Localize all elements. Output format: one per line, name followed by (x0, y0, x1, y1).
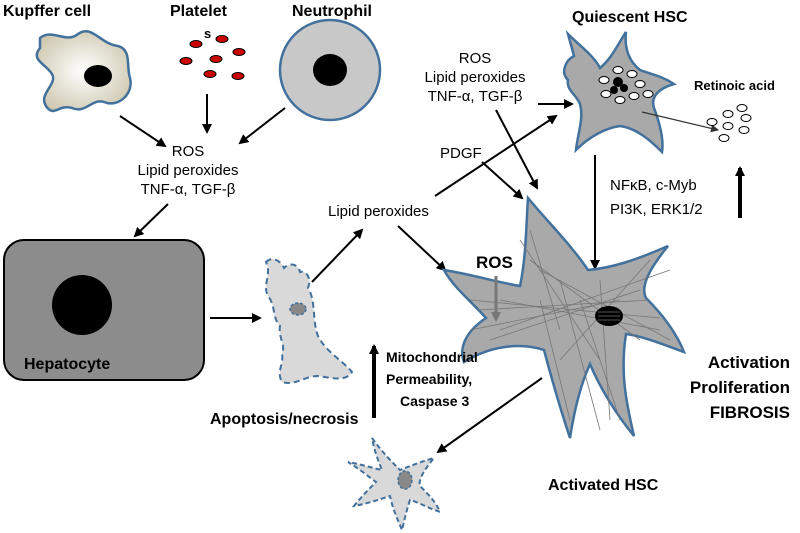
pdgf-label: PDGF (440, 145, 482, 162)
kupffer-cell-label: Kupffer cell (3, 3, 91, 20)
arrow-activated-to-apoptotic-hsc (436, 377, 543, 454)
arrow-neutrophil-to-mediators (238, 107, 286, 145)
mito-line1: Mitochondrial (386, 349, 478, 365)
ros-activated-label: ROS (476, 253, 513, 272)
apoptosis-label: Apoptosis/necrosis (210, 411, 359, 428)
platelet-cluster (179, 35, 246, 80)
platelet-label: Platelet (170, 3, 228, 20)
platelet-mark: s (204, 26, 211, 41)
mediators-top-cytokines: TNF-α, TGF-β (428, 88, 523, 105)
activated-hsc-label: Activated HSC (548, 477, 659, 494)
arrow-pdgf-to-activated (481, 161, 524, 200)
arrow-apoptotic-to-lipid (311, 228, 364, 283)
retinoic-acid-label: Retinoic acid (694, 78, 775, 93)
activation-line2: Proliferation (690, 378, 790, 397)
arrow-kupffer-to-mediators (119, 115, 167, 148)
signaling-line2: PI3K, ERK1/2 (610, 201, 703, 218)
arrow-mediators-to-hepatocyte (133, 203, 169, 238)
arrow-retinoic-acid-release (641, 111, 719, 133)
hepatocyte-label: Hepatocyte (24, 356, 110, 373)
activation-line1: Activation (708, 353, 790, 372)
mediators-top: ROS Lipid peroxides TNF-α, TGF-β (425, 50, 526, 105)
mediators-top-lipid: Lipid peroxides (425, 69, 526, 86)
quiescent-hsc-cell (563, 29, 677, 155)
arrow-lipid-to-quiescent (434, 114, 558, 197)
arrow-mediators-top-to-activated (495, 109, 538, 190)
arrow-lipid-to-activated (397, 225, 447, 272)
retinoic-acid-droplets (706, 104, 752, 142)
mito-line2: Permeability, (386, 371, 472, 387)
apoptotic-hepatocyte (264, 258, 354, 384)
mediators-left-cytokines: TNF-α, TGF-β (141, 181, 236, 198)
mediators-left-ros: ROS (172, 143, 205, 160)
signaling-line1: NFκB, c-Myb (610, 177, 697, 194)
neutrophil-label: Neutrophil (292, 3, 372, 20)
mediators-left-lipid: Lipid peroxides (138, 162, 239, 179)
mediators-top-ros: ROS (459, 50, 492, 67)
lipid-peroxides-center: Lipid peroxides (328, 203, 429, 220)
quiescent-hsc-label: Quiescent HSC (572, 9, 688, 26)
activation-line3: FIBROSIS (710, 403, 790, 422)
mediators-left: ROS Lipid peroxides TNF-α, TGF-β (138, 143, 239, 198)
mito-line3: Caspase 3 (400, 393, 469, 409)
activated-hsc-cell (441, 194, 687, 439)
neutrophil-cell (278, 18, 382, 122)
apoptotic-hsc (347, 437, 442, 533)
kupffer-cell (35, 30, 132, 113)
hepatocyte-cell (3, 239, 205, 381)
